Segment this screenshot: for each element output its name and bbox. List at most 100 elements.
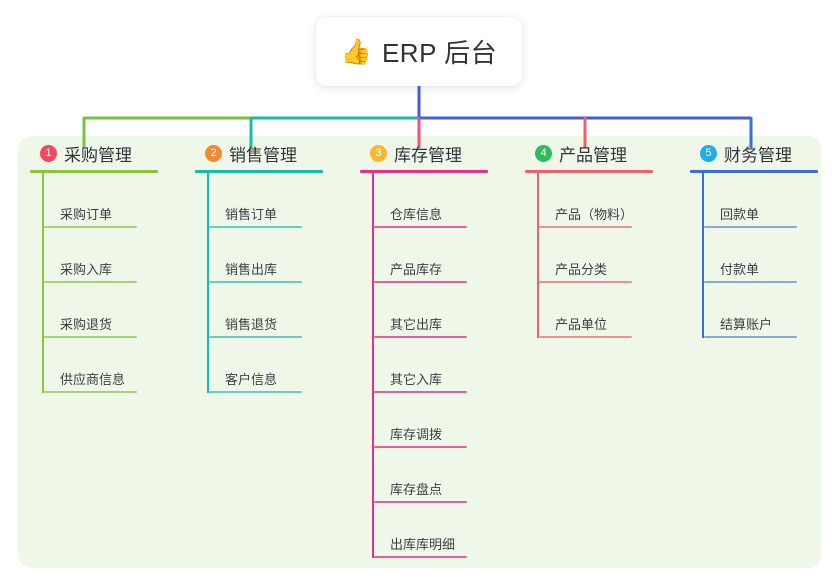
- leaf-item-rule: [539, 336, 632, 338]
- leaf-item[interactable]: 出库库明细: [372, 503, 513, 558]
- leaf-item[interactable]: 库存调拨: [372, 393, 513, 448]
- leaf-item[interactable]: 产品分类: [537, 228, 678, 283]
- branch-leaf-list: 回款单付款单结算账户: [678, 173, 839, 338]
- leaf-item-label: 采购退货: [60, 317, 113, 332]
- leaf-item-label: 产品库存: [390, 262, 443, 277]
- leaf-item-label: 其它入库: [390, 372, 443, 387]
- leaf-item-rule: [209, 226, 302, 228]
- leaf-item-label: 产品分类: [555, 262, 608, 277]
- branch-leaf-list: 产品（物料） 产品分类产品单位: [513, 173, 678, 338]
- leaf-item-label: 产品（物料）: [555, 207, 634, 222]
- branch-header-1[interactable]: 1 采购管理: [18, 136, 183, 170]
- leaf-item-label: 供应商信息: [60, 372, 126, 387]
- leaf-item-label: 产品单位: [555, 317, 608, 332]
- leaf-item-rule: [704, 336, 797, 338]
- branch-title: 财务管理: [724, 145, 792, 165]
- leaf-item[interactable]: 库存盘点: [372, 448, 513, 503]
- leaf-item[interactable]: 仓库信息: [372, 173, 513, 228]
- branch-spine: [702, 173, 704, 338]
- leaf-item[interactable]: 供应商信息: [42, 338, 183, 393]
- leaf-item-label: 销售出库: [225, 262, 278, 277]
- branch-number-badge: 5: [700, 144, 717, 162]
- leaf-item[interactable]: 其它出库: [372, 283, 513, 338]
- leaf-item-rule: [44, 391, 137, 393]
- branch-header-rule: [195, 170, 323, 173]
- branch-columns: 1 采购管理采购订单采购入库采购退货供应商信息 2 销售管理销售订单销售出库销售退货客…: [18, 136, 821, 568]
- thumbs-up-icon: 👍: [340, 37, 372, 66]
- leaf-item-rule: [704, 226, 797, 228]
- leaf-item-label: 采购入库: [60, 262, 113, 277]
- leaf-item-rule: [539, 226, 632, 228]
- branch-leaf-list: 销售订单销售出库销售退货客户信息: [183, 173, 348, 393]
- leaf-item[interactable]: 销售订单: [207, 173, 348, 228]
- leaf-item-rule: [209, 391, 302, 393]
- branch-leaf-list: 采购订单采购入库采购退货供应商信息: [18, 173, 183, 393]
- branch-header-3[interactable]: 3 库存管理: [348, 136, 513, 170]
- root-node-title: ERP 后台: [381, 38, 498, 68]
- leaf-item-label: 回款单: [720, 207, 760, 222]
- leaf-item-label: 销售订单: [225, 207, 278, 222]
- leaf-item[interactable]: 产品库存: [372, 228, 513, 283]
- branch-header-2[interactable]: 2 销售管理: [183, 136, 348, 170]
- leaf-item[interactable]: 产品单位: [537, 283, 678, 338]
- branch-column-2: 2 销售管理销售订单销售出库销售退货客户信息: [183, 136, 348, 568]
- leaf-item-label: 仓库信息: [390, 207, 443, 222]
- diagram-panel-background: [18, 136, 821, 568]
- leaf-item[interactable]: 回款单: [702, 173, 839, 228]
- leaf-item-label: 采购订单: [60, 207, 113, 222]
- branch-number-badge: 4: [535, 144, 552, 162]
- leaf-item-label: 结算账户: [720, 317, 773, 332]
- leaf-item-label: 库存调拨: [390, 427, 443, 442]
- leaf-item-rule: [44, 226, 137, 228]
- leaf-item-rule: [374, 336, 467, 338]
- leaf-item[interactable]: 采购入库: [42, 228, 183, 283]
- leaf-item-rule: [374, 226, 467, 228]
- leaf-item[interactable]: 销售出库: [207, 228, 348, 283]
- branch-spine: [207, 173, 209, 393]
- leaf-item[interactable]: 采购退货: [42, 283, 183, 338]
- branch-leaf-list: 仓库信息产品库存其它出库其它入库库存调拨库存盘点出库库明细: [348, 173, 513, 558]
- branch-title: 销售管理: [229, 145, 297, 165]
- leaf-item-label: 客户信息: [225, 372, 278, 387]
- branch-title: 库存管理: [394, 145, 462, 165]
- branch-spine: [372, 173, 374, 558]
- branch-number-badge: 3: [370, 144, 387, 162]
- leaf-item[interactable]: 结算账户: [702, 283, 839, 338]
- branch-number-badge: 2: [205, 144, 222, 162]
- leaf-item[interactable]: 产品（物料）: [537, 173, 678, 228]
- branch-column-3: 3 库存管理仓库信息产品库存其它出库其它入库库存调拨库存盘点出库库明细: [348, 136, 513, 568]
- leaf-item-rule: [374, 391, 467, 393]
- branch-number-badge: 1: [40, 144, 57, 162]
- root-node-card[interactable]: 👍 ERP 后台: [316, 17, 522, 86]
- leaf-item[interactable]: 销售退货: [207, 283, 348, 338]
- leaf-item[interactable]: 其它入库: [372, 338, 513, 393]
- branch-title: 采购管理: [64, 145, 132, 165]
- leaf-item-rule: [209, 336, 302, 338]
- branch-header-rule: [525, 170, 653, 173]
- branch-header-rule: [360, 170, 488, 173]
- branch-spine: [42, 173, 44, 393]
- branch-column-1: 1 采购管理采购订单采购入库采购退货供应商信息: [18, 136, 183, 568]
- leaf-item-rule: [44, 336, 137, 338]
- leaf-item-rule: [374, 556, 467, 558]
- leaf-item-rule: [44, 281, 137, 283]
- leaf-item-label: 付款单: [720, 262, 760, 277]
- leaf-item[interactable]: 采购订单: [42, 173, 183, 228]
- branch-header-5[interactable]: 5 财务管理: [678, 136, 839, 170]
- leaf-item[interactable]: 付款单: [702, 228, 839, 283]
- leaf-item-rule: [539, 281, 632, 283]
- leaf-item[interactable]: 客户信息: [207, 338, 348, 393]
- branch-spine: [537, 173, 539, 338]
- leaf-item-rule: [209, 281, 302, 283]
- leaf-item-rule: [704, 281, 797, 283]
- branch-header-rule: [690, 170, 818, 173]
- leaf-item-label: 库存盘点: [390, 482, 443, 497]
- branch-column-5: 5 财务管理回款单付款单结算账户: [678, 136, 839, 568]
- branch-header-rule: [30, 170, 158, 173]
- leaf-item-label: 其它出库: [390, 317, 443, 332]
- leaf-item-rule: [374, 281, 467, 283]
- leaf-item-label: 销售退货: [225, 317, 278, 332]
- leaf-item-label: 出库库明细: [390, 537, 456, 552]
